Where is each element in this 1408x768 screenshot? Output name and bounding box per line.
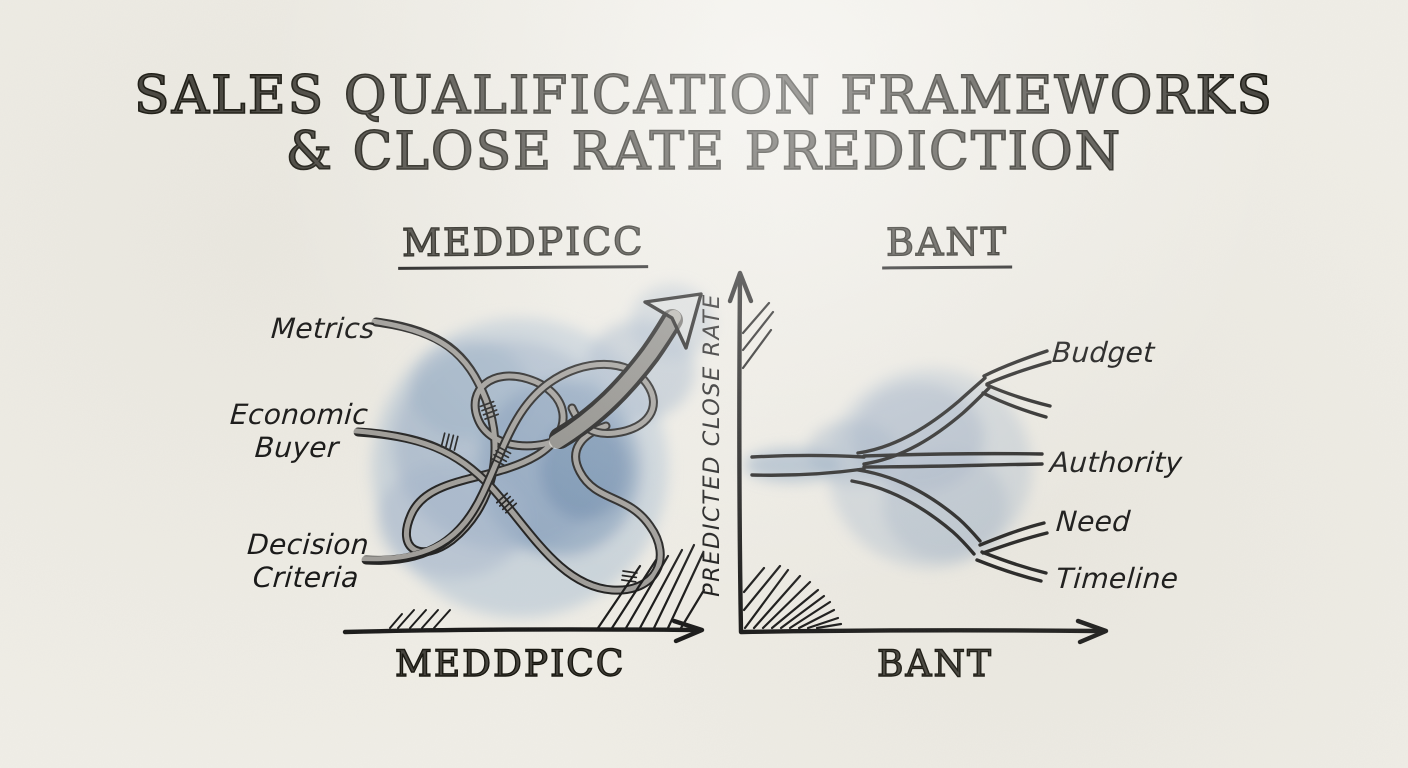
title-line-1: SALES QUALIFICATION FRAMEWORKS: [133, 66, 1274, 126]
authority-label: Authority: [1048, 446, 1184, 479]
economic-buyer-line-1: Economic: [229, 398, 370, 431]
decision-criteria-line-1: Decision: [246, 528, 371, 561]
meddpicc-axis-label: MEDDPICC: [394, 643, 626, 685]
timeline-label: Timeline: [1054, 562, 1180, 595]
meddpicc-heading: MEDDPICC: [397, 218, 649, 270]
page-title: SALES QUALIFICATION FRAMEWORKS & CLOSE R…: [0, 66, 1408, 183]
decision-criteria-line-2: Criteria: [251, 561, 360, 595]
decision-criteria-label: Decision Criteria: [185, 528, 430, 594]
budget-label: Budget: [1050, 336, 1156, 369]
economic-buyer-line-2: Buyer: [253, 431, 340, 465]
bant-axis-label: BANT: [876, 643, 993, 685]
bant-heading: BANT: [881, 219, 1013, 270]
need-label: Need: [1054, 505, 1132, 538]
metrics-label: Metrics: [269, 312, 377, 345]
y-axis-label: PREDICTED CLOSE RATE: [699, 293, 725, 597]
title-line-2: & CLOSE RATE PREDICTION: [285, 122, 1123, 183]
economic-buyer-label: Economic Buyer: [178, 398, 419, 464]
